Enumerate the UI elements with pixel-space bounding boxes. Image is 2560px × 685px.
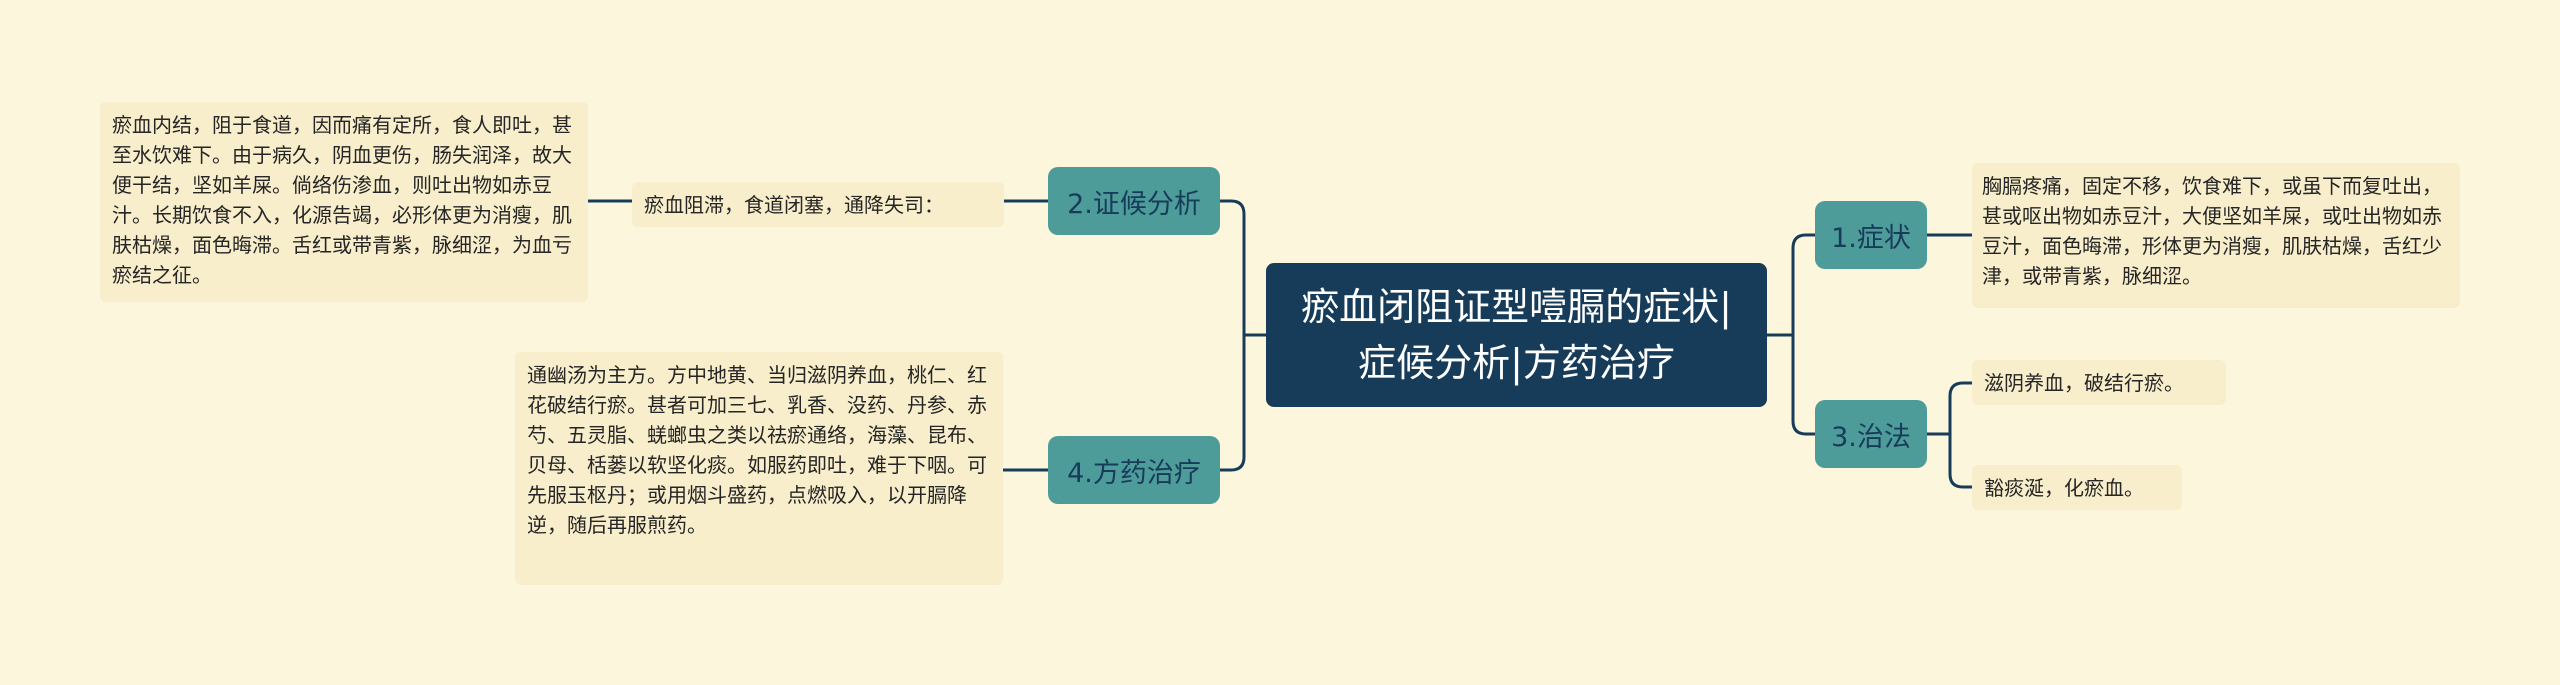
link-therapy-to-leaf2 [1948, 432, 1974, 489]
link-root-to-syndrome [1218, 199, 1246, 337]
link-therapy-to-leaf1 [1948, 381, 1974, 436]
root-title-line-1: 瘀血闭阻证型噎膈的症状| [1301, 285, 1732, 329]
root-topic[interactable]: 瘀血闭阻证型噎膈的症状| 症候分析|方药治疗 [1266, 263, 1767, 407]
leaf-therapy-method-1[interactable]: 滋阴养血，破结行瘀。 [1972, 360, 2226, 405]
leaf-symptom-description[interactable]: 胸膈疼痛，固定不移，饮食难下，或虽下而复吐出，甚或呕出物如赤豆汁，大便坚如羊屎，… [1972, 163, 2460, 308]
root-title-line-2: 症候分析|方药治疗 [1358, 341, 1675, 385]
branch-formula-treatment[interactable]: 4.方药治疗 [1048, 436, 1220, 504]
link-root-to-therapy [1791, 333, 1817, 436]
leaf-syndrome-summary[interactable]: 瘀血阻滞，食道闭塞，通降失司： [632, 182, 1004, 227]
link-root-to-symptom [1791, 233, 1817, 337]
leaf-formula-description[interactable]: 通幽汤为主方。方中地黄、当归滋阴养血，桃仁、红花破结行瘀。甚者可加三七、乳香、没… [515, 352, 1003, 585]
branch-syndrome-analysis[interactable]: 2.证候分析 [1048, 167, 1220, 235]
link-root-to-formula [1218, 333, 1246, 472]
branch-symptom[interactable]: 1.症状 [1815, 201, 1927, 269]
branch-therapy[interactable]: 3.治法 [1815, 400, 1927, 468]
leaf-syndrome-detail[interactable]: 瘀血内结，阻于食道，因而痛有定所，食人即吐，甚至水饮难下。由于病久，阴血更伤，肠… [100, 102, 588, 302]
leaf-therapy-method-2[interactable]: 豁痰涎，化瘀血。 [1972, 465, 2182, 510]
